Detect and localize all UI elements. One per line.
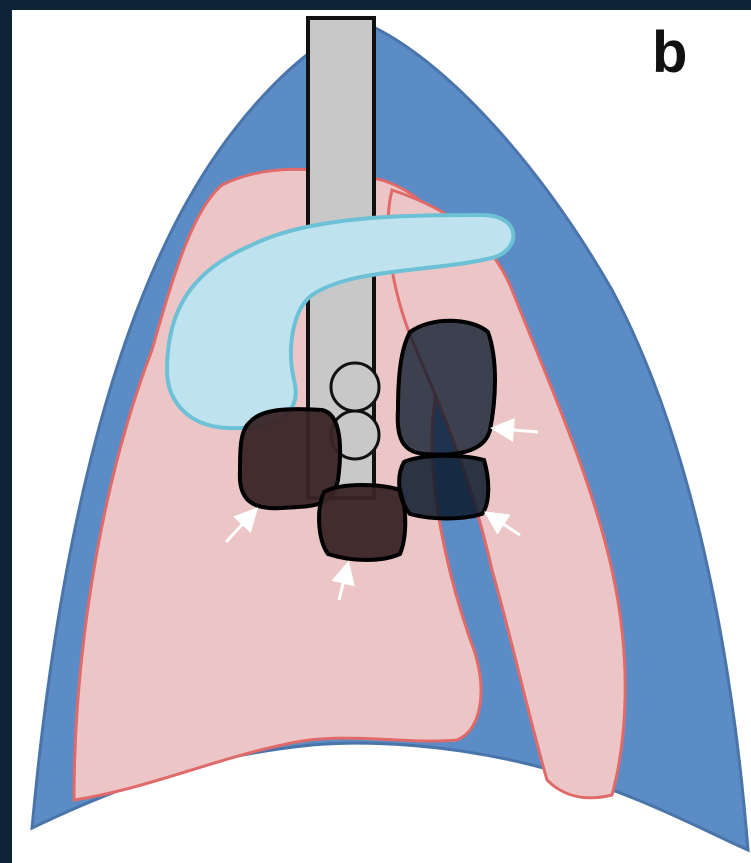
- airway-ring: [331, 363, 379, 411]
- lymph-node-upper-right: [398, 321, 495, 455]
- figure-panel: b: [12, 10, 751, 863]
- anatomy-diagram: [12, 10, 751, 863]
- lymph-node-bottom: [319, 485, 405, 560]
- lymph-node-lower-right: [399, 456, 488, 519]
- panel-label: b: [652, 24, 687, 82]
